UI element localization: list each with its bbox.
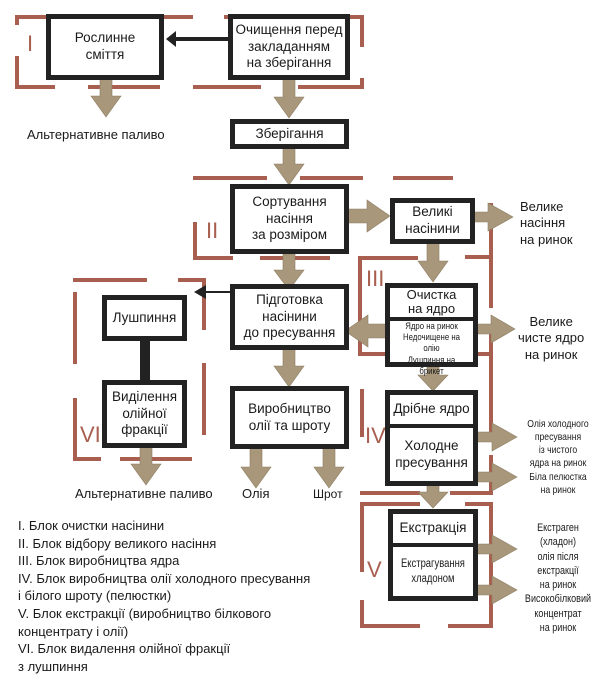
output-alt-fuel-bottom: Альтернативне паливо (75, 486, 213, 501)
block-size-sorting: Сортування насіння за розміром (230, 184, 349, 254)
legend-item: I. Блок очистки насінини (18, 518, 165, 533)
arrow-kernel-cleaning-to-small-kernel (417, 366, 449, 392)
arrow-kernel-cleaning-to-preparation (344, 314, 391, 348)
kernel-cleaning-details: Ядро на ринок Недочищене на олію Лушпинн… (402, 320, 460, 378)
arrow-large-seeds-to-market (471, 202, 514, 232)
arrow-cleaning-to-debris (166, 31, 232, 47)
block-cold-pressing: Дрібне ядро Холодне пресування (385, 390, 478, 486)
group-ii-numeral: II (206, 218, 219, 243)
output-large-seeds-market: Велике насіння на ринок (520, 199, 573, 247)
block-oil-fraction-separation: Виділення олійної фракції (102, 380, 187, 448)
block-plant-debris: Рослинне сміття (46, 14, 164, 80)
block-seed-preparation: Підготовка насінини до пресування (230, 284, 349, 350)
arrow-storage-to-sorting (273, 145, 305, 186)
arrow-preparation-to-husk (194, 285, 232, 299)
block-husk: Лушпиння (102, 295, 187, 341)
arrow-sorting-to-preparation (273, 253, 305, 291)
block-large-seeds: Великі насінини (390, 198, 475, 244)
block-pre-storage-cleaning: Очищення перед закладанням на зберігання (228, 14, 350, 80)
block-kernel-cleaning: Очистка на ядро Ядро на ринок Недочищене… (385, 283, 478, 377)
output-oil: Олія (242, 486, 270, 501)
legend-item: концентрату і олії) (18, 623, 129, 639)
arrow-cold-press-to-extraction (417, 483, 449, 509)
arrow-large-seeds-to-kernel-cleaning (417, 242, 449, 283)
legend-item: з лушпиння (18, 658, 88, 674)
legend-item: IV. Блок виробництва олії холодного прес… (18, 570, 311, 586)
block-oil-meal-production: Виробництво олії та шроту (230, 386, 349, 449)
arrow-production-to-oil (240, 446, 272, 489)
connector-husk-to-oil-fraction (140, 337, 150, 382)
arrow-extraction-to-solvent-oil (473, 534, 518, 564)
block-storage: Зберігання (230, 119, 349, 149)
output-extraction-products: Екстраген (хладон) олія після екстракції… (524, 522, 592, 635)
legend-item: III. Блок виробництва ядра (18, 553, 180, 569)
legend-item: і білого шроту (пелюстки) (18, 588, 172, 604)
group-iv-numeral: IV (365, 423, 386, 448)
arrow-extraction-to-protein (473, 575, 518, 605)
group-iii-numeral: III (366, 266, 385, 291)
group-v-numeral: V (367, 557, 382, 582)
arrow-debris-to-fuel (90, 77, 122, 118)
legend: I. Блок очистки насінини II. Блок відбор… (18, 517, 310, 675)
arrow-oil-fraction-to-fuel (130, 445, 162, 486)
arrow-cold-press-to-oil-market (473, 422, 518, 452)
output-alt-fuel-top: Альтернативне паливо (27, 127, 165, 142)
arrow-cold-press-to-petal-market (473, 462, 518, 492)
arrow-cleaning-to-storage (273, 78, 305, 119)
legend-item: V. Блок екстракції (виробництво білковог… (18, 605, 272, 621)
group-i-numeral: I (27, 31, 34, 56)
output-meal: Шрот (313, 487, 343, 501)
arrow-production-to-meal (313, 446, 345, 489)
arrow-kernel-cleaning-to-market (473, 314, 516, 344)
legend-item: VI. Блок видалення олійної фракції (18, 641, 231, 657)
arrow-sorting-to-large-seeds (346, 199, 391, 233)
legend-item: II. Блок відбору великого насіння (18, 535, 217, 551)
block-extraction: Екстракція Екстрагування хладоном (388, 509, 478, 601)
group-vi-numeral: VI (80, 422, 101, 447)
output-cold-press-products: Олія холодного пресування із чистого ядр… (527, 418, 589, 496)
arrow-preparation-to-production (273, 347, 305, 388)
output-large-kernel-market: Велике чисте ядро на ринок (518, 314, 585, 362)
